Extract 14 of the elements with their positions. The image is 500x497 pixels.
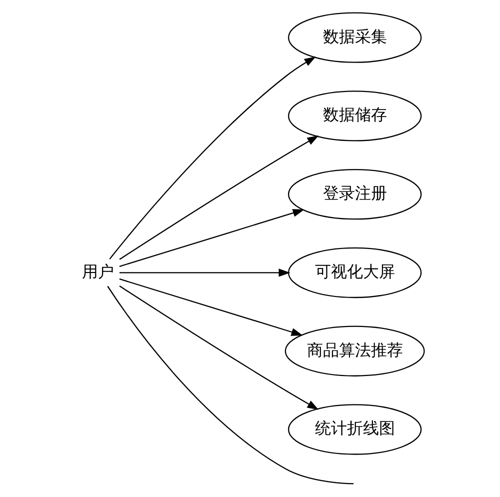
connector	[106, 286, 354, 484]
arrow	[118, 278, 302, 336]
node-ellipse: 登录注册	[287, 168, 422, 220]
arrow	[118, 136, 318, 260]
arrow	[118, 209, 304, 267]
arrow	[119, 268, 290, 277]
node-ellipse: 数据储存	[287, 90, 422, 142]
node-ellipse: 统计折线图	[287, 404, 422, 455]
node-text: 用户	[81, 262, 114, 281]
arrow	[118, 286, 318, 410]
node-ellipse: 可视化大屏	[287, 247, 422, 298]
node-ellipse: 数据采集	[287, 12, 422, 63]
node-ellipse: 商品算法推荐	[284, 326, 424, 376]
arrow	[108, 56, 316, 260]
